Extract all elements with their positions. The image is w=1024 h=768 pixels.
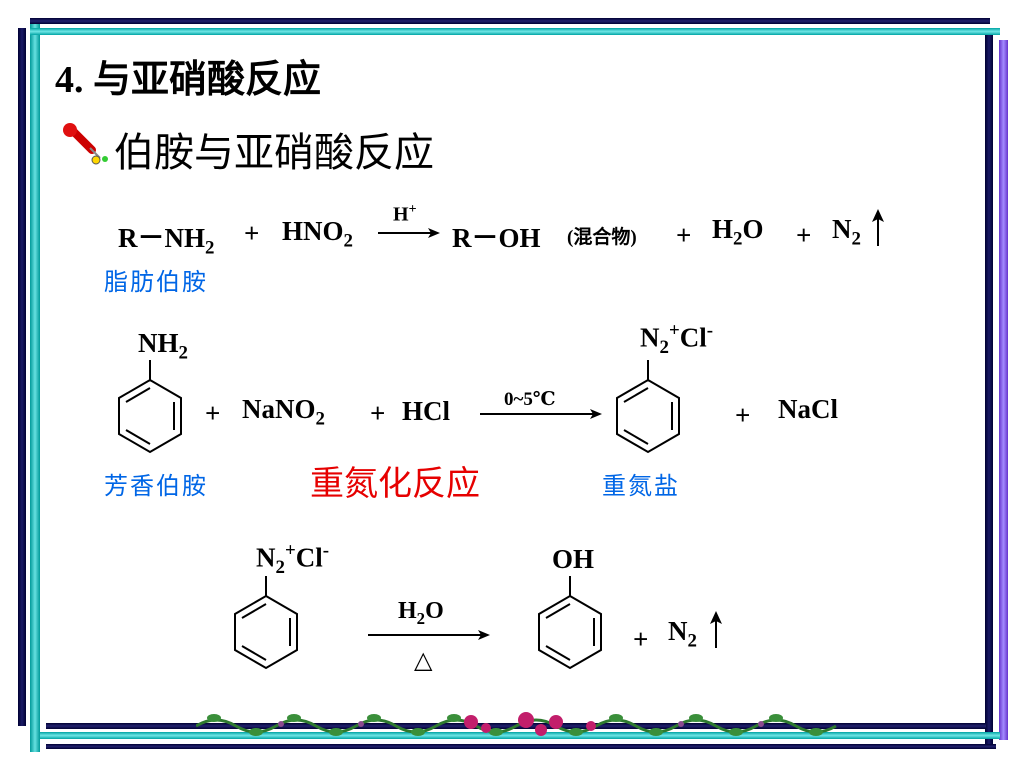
reaction3-water-condition: H2O	[398, 598, 444, 629]
gas-evolution-arrow-icon	[710, 611, 722, 648]
aromatic-amine-label: 芳香伯胺	[104, 472, 208, 500]
reaction2-plus-2: +	[370, 398, 386, 428]
reaction1-reactant: R－NH2	[118, 216, 214, 260]
diazotization-label: 重氮化反应	[310, 464, 480, 504]
reaction1-reagent-sub: 2	[343, 230, 353, 252]
phenol-benzene-ring	[538, 576, 602, 670]
frame-top-dark	[30, 18, 990, 24]
reaction1-product-r: R	[452, 223, 472, 253]
diazonium-label: N2+Cl-	[640, 320, 713, 359]
reaction3-cl: Cl	[295, 542, 323, 573]
page-title: 4. 与亚硝酸反应	[55, 59, 322, 101]
aniline-nh-sub: 2	[178, 342, 188, 364]
reaction1-nitrogen-sub: 2	[851, 228, 861, 250]
aniline-nh: NH	[138, 328, 179, 358]
reaction1-water-sub: 2	[733, 228, 743, 250]
frame-bottom-teal	[40, 732, 1000, 739]
frame-right-dark	[985, 28, 993, 746]
reaction3-nitrogen-n: N	[668, 616, 688, 646]
diazonium-salt-label: 重氮盐	[602, 472, 680, 500]
reaction1-water-o: O	[742, 214, 764, 244]
reaction1-bond: －	[137, 223, 165, 253]
frame-right-purple	[999, 40, 1008, 740]
reaction3-water-h: H	[398, 598, 417, 624]
reaction2-arrow	[480, 409, 602, 419]
reaction3-water-sub: 2	[416, 608, 426, 628]
reaction3-cl-charge: -	[322, 540, 330, 561]
reaction2-nano2-formula: NaNO	[242, 394, 316, 424]
reaction3-nitrogen: N2	[668, 616, 697, 653]
reaction2-nano2: NaNO2	[242, 394, 325, 431]
diazonium-cl: Cl	[679, 322, 707, 353]
reaction1-plus-3: +	[796, 220, 812, 250]
reaction1-group-sub: 2	[205, 237, 215, 259]
reaction2-nano2-sub: 2	[315, 408, 325, 430]
frame-left-teal	[30, 22, 40, 752]
reaction1-arrow	[378, 228, 440, 238]
reaction1-reagent: HNO2	[282, 216, 353, 253]
reaction2-condition: 0~5℃	[504, 389, 556, 410]
reaction1-water-h: H	[712, 214, 734, 244]
reaction2-hcl: HCl	[402, 396, 451, 426]
reaction3-nitrogen-sub: 2	[687, 630, 697, 652]
reaction1-nitrogen-n: N	[832, 214, 852, 244]
reaction1-catalyst-h: H	[393, 203, 409, 226]
diazonium-charge: +	[668, 320, 680, 341]
diazonium-benzene-ring	[616, 360, 680, 454]
reaction1-mixture-note: (混合物)	[567, 227, 637, 248]
reaction1-water: H2O	[712, 214, 763, 251]
reaction3-arrow	[368, 630, 490, 640]
reaction1-product-bond: －	[471, 223, 499, 253]
reaction1-plus-1: +	[244, 218, 260, 248]
reaction3-plus: +	[633, 624, 649, 654]
aliphatic-amine-label: 脂肪伯胺	[104, 268, 208, 296]
reaction1-catalyst-sup: +	[408, 202, 417, 217]
reaction3-n-sub: 2	[275, 557, 285, 578]
reaction1-nitrogen: N2	[832, 214, 861, 251]
reaction1-catalyst: H+	[393, 202, 417, 227]
reaction2-plus-1: +	[205, 398, 221, 428]
reaction1-r: R	[118, 223, 138, 253]
vine-garland-decoration	[196, 712, 837, 736]
pushpin-icon	[63, 123, 108, 165]
diazonium-n-sub: 2	[659, 337, 669, 358]
frame-bottom-dark2	[46, 744, 996, 749]
reaction1-plus-2: +	[676, 220, 692, 250]
reaction2-nacl: NaCl	[778, 394, 838, 424]
diazonium-n: N	[640, 322, 660, 353]
reaction3-n: N	[256, 542, 276, 573]
reaction3-diazonium-label: N2+Cl-	[256, 540, 329, 579]
frame-left-dark	[18, 28, 26, 726]
phenol-oh-label: OH	[552, 544, 595, 574]
reaction3-benzene-ring	[234, 576, 298, 670]
diazonium-cl-charge: -	[706, 320, 714, 341]
aniline-nh2-label: NH2	[138, 328, 188, 365]
reaction3-water-o: O	[425, 598, 444, 624]
reaction1-product: R－OH	[452, 216, 541, 255]
reaction1-group: NH	[164, 223, 206, 253]
reaction1-reagent-formula: HNO	[282, 216, 344, 246]
reaction3-heat-symbol: △	[414, 648, 433, 674]
reaction2-plus-3: +	[735, 400, 751, 430]
gas-evolution-arrow-icon	[872, 209, 884, 246]
reaction3-charge: +	[284, 540, 296, 561]
aniline-benzene-ring	[118, 360, 182, 454]
frame-top-teal	[30, 28, 1000, 35]
section-heading: 伯胺与亚硝酸反应	[114, 130, 434, 176]
reaction1-product-group: OH	[498, 223, 541, 253]
